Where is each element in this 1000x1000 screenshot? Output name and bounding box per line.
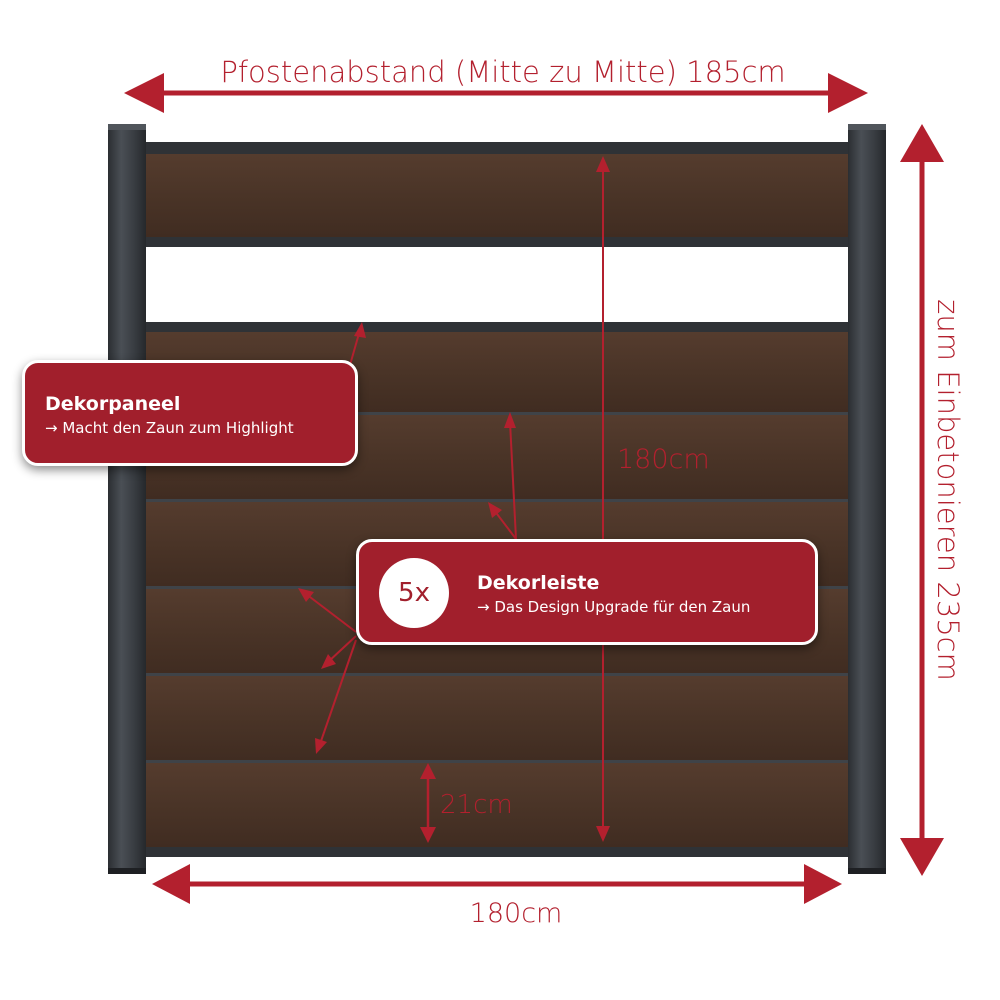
decor-strip	[146, 760, 848, 763]
decor-panel-subtitle: → Macht den Zaun zum Highlight	[45, 419, 294, 437]
strip-pointers	[298, 412, 517, 754]
rail-above-boards	[146, 322, 848, 332]
post-spacing-label: Pfostenabstand (Mitte zu Mitte) 185cm	[220, 55, 785, 89]
post-spacing-arrow	[124, 73, 868, 113]
decor-panel-window	[146, 247, 848, 322]
decor-strip	[146, 499, 848, 502]
board-height-label: 21cm	[440, 790, 513, 820]
decor-panel-callout: Dekorpaneel → Macht den Zaun zum Highlig…	[22, 360, 358, 466]
decor-strip	[146, 673, 848, 676]
quantity-badge: 5x	[379, 558, 449, 628]
decor-strip-subtitle: → Das Design Upgrade für den Zaun	[477, 598, 751, 616]
decor-strip-title: Dekorleiste	[477, 572, 600, 594]
fence-board	[146, 763, 848, 847]
panel-width-arrow	[152, 864, 842, 904]
decor-strip-callout: 5x Dekorleiste → Das Design Upgrade für …	[356, 539, 818, 645]
fence-board	[146, 676, 848, 760]
total-height-arrow	[900, 124, 944, 876]
decor-strip	[146, 412, 848, 415]
top-rail	[146, 142, 848, 154]
right-post	[848, 124, 886, 874]
fence-board-top	[146, 154, 848, 237]
total-height-label: zum Einbetonieren 235cm	[931, 299, 965, 681]
board-height-arrow	[420, 763, 436, 843]
left-post	[108, 124, 146, 874]
bottom-rail	[146, 847, 848, 857]
panel-height-arrow	[596, 156, 610, 842]
panel-width-label: 180cm	[470, 898, 563, 929]
rail-under-top-board	[146, 237, 848, 247]
decor-panel-title: Dekorpaneel	[45, 393, 181, 415]
panel-height-label: 180cm	[617, 444, 710, 475]
